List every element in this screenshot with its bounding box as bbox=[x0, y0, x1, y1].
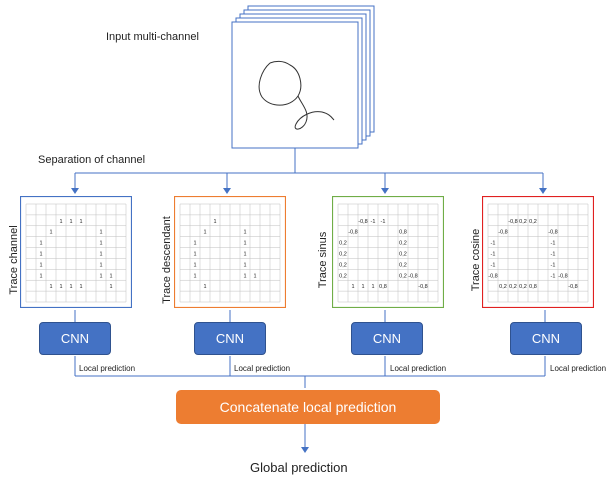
grid-value: 1 bbox=[99, 262, 102, 268]
grid-value: 0,2 bbox=[339, 273, 347, 279]
grid-value: -0,8 bbox=[508, 219, 517, 225]
grid-value: 0,2 bbox=[519, 219, 527, 225]
grid-value: -0,8 bbox=[348, 230, 357, 236]
trace-descendant-label: Trace descendant bbox=[161, 216, 173, 304]
local-prediction-3: Local prediction bbox=[390, 364, 447, 373]
local-prediction-1: Local prediction bbox=[79, 364, 136, 373]
grid-value: -1 bbox=[491, 241, 496, 247]
grid-value: -1 bbox=[551, 241, 556, 247]
grid-value: 1 bbox=[243, 230, 246, 236]
separation-label: Separation of channel bbox=[38, 154, 146, 166]
grid-value: 1 bbox=[203, 230, 206, 236]
grid-value: 1 bbox=[109, 273, 112, 279]
grid-value: 1 bbox=[243, 273, 246, 279]
grid-value: 0,2 bbox=[399, 262, 407, 268]
grid-value: 1 bbox=[69, 219, 72, 225]
grid-value: -0,8 bbox=[358, 219, 367, 225]
handwriting-trace bbox=[258, 60, 335, 130]
grid-value: 1 bbox=[193, 252, 196, 258]
grid-value: 1 bbox=[243, 252, 246, 258]
grid-value: 1 bbox=[49, 284, 52, 290]
grid-value: 1 bbox=[371, 284, 374, 290]
grid-value: 0,2 bbox=[399, 273, 407, 279]
grid-value: -0,8 bbox=[548, 230, 557, 236]
grid-value: 1 bbox=[253, 273, 256, 279]
grid-value: -0,8 bbox=[408, 273, 417, 279]
matrix-grid: 1 1 1 1 1 1 1 1 1 1 1 1 1 1 1 1 1 1 1 bbox=[19, 195, 133, 309]
grid-value: 1 bbox=[59, 219, 62, 225]
trace-sinus-label: Trace sinus bbox=[317, 231, 329, 289]
grid-value: 1 bbox=[243, 262, 246, 268]
trace-cosine-label: Trace cosine bbox=[470, 228, 482, 292]
grid-value: 0,8 bbox=[529, 284, 537, 290]
grid-value: -0,8 bbox=[568, 284, 577, 290]
grid-value: -1 bbox=[551, 262, 556, 268]
grid-value: 1 bbox=[193, 262, 196, 268]
grid-value: 1 bbox=[79, 219, 82, 225]
trace-channel-label: Trace channel bbox=[8, 225, 20, 295]
matrix-grid: 1 1 1 1 1 1 1 1 1 1 1 1 1 bbox=[173, 195, 287, 309]
grid-value: 0,2 bbox=[529, 219, 537, 225]
grid-value: 1 bbox=[39, 252, 42, 258]
grid-value: 0,8 bbox=[399, 230, 407, 236]
grid-value: 0,2 bbox=[519, 284, 527, 290]
grid-value: -1 bbox=[551, 252, 556, 258]
input-label: Input multi-channel bbox=[106, 31, 199, 43]
grid-value: 1 bbox=[39, 273, 42, 279]
grid-value: 1 bbox=[243, 241, 246, 247]
grid-value: 0,2 bbox=[339, 252, 347, 258]
grid-value: 1 bbox=[99, 273, 102, 279]
grid-value: 1 bbox=[99, 230, 102, 236]
grid-value: 1 bbox=[99, 252, 102, 258]
grid-value: 1 bbox=[193, 273, 196, 279]
local-prediction-2: Local prediction bbox=[234, 364, 291, 373]
grid-value: -1 bbox=[491, 252, 496, 258]
concatenate-block: Concatenate local prediction bbox=[176, 390, 440, 424]
grid-value: 1 bbox=[59, 284, 62, 290]
grid-value: -0,8 bbox=[498, 230, 507, 236]
cnn-block-2: CNN bbox=[194, 322, 266, 355]
grid-value: 0,2 bbox=[339, 262, 347, 268]
grid-value: 1 bbox=[203, 284, 206, 290]
grid-value: -0,8 bbox=[418, 284, 427, 290]
grid-value: 1 bbox=[351, 284, 354, 290]
branch-trace-descendant: 1 1 1 1 1 1 1 1 1 1 1 1 1 bbox=[173, 195, 287, 309]
grid-value: 0,2 bbox=[399, 241, 407, 247]
grid-value: 1 bbox=[109, 284, 112, 290]
grid-value: 1 bbox=[79, 284, 82, 290]
cnn-block-1: CNN bbox=[39, 322, 111, 355]
grid-value: -0,8 bbox=[488, 273, 497, 279]
grid-value: 1 bbox=[49, 230, 52, 236]
grid-value: 1 bbox=[69, 284, 72, 290]
grid-value: -1 bbox=[551, 273, 556, 279]
grid-value: -1 bbox=[491, 262, 496, 268]
grid-value: 1 bbox=[99, 241, 102, 247]
cnn-block-3: CNN bbox=[351, 322, 423, 355]
grid-value: 1 bbox=[39, 241, 42, 247]
grid-value: -1 bbox=[381, 219, 386, 225]
grid-value: 1 bbox=[193, 241, 196, 247]
grid-value: 0,8 bbox=[379, 284, 387, 290]
grid-value: 0,2 bbox=[509, 284, 517, 290]
grid-value: 1 bbox=[361, 284, 364, 290]
grid-value: 0,2 bbox=[399, 252, 407, 258]
grid-value: 1 bbox=[213, 219, 216, 225]
grid-value: -0,8 bbox=[558, 273, 567, 279]
branch-trace-channel: 1 1 1 1 1 1 1 1 1 1 1 1 1 1 1 1 1 1 1 bbox=[19, 195, 133, 309]
local-prediction-4: Local prediction bbox=[550, 364, 607, 373]
cnn-block-4: CNN bbox=[510, 322, 582, 355]
global-prediction-label: Global prediction bbox=[250, 460, 348, 475]
grid-value: 0,2 bbox=[499, 284, 507, 290]
grid-value: -1 bbox=[371, 219, 376, 225]
grid-value: 0,2 bbox=[339, 241, 347, 247]
grid-value: 1 bbox=[39, 262, 42, 268]
